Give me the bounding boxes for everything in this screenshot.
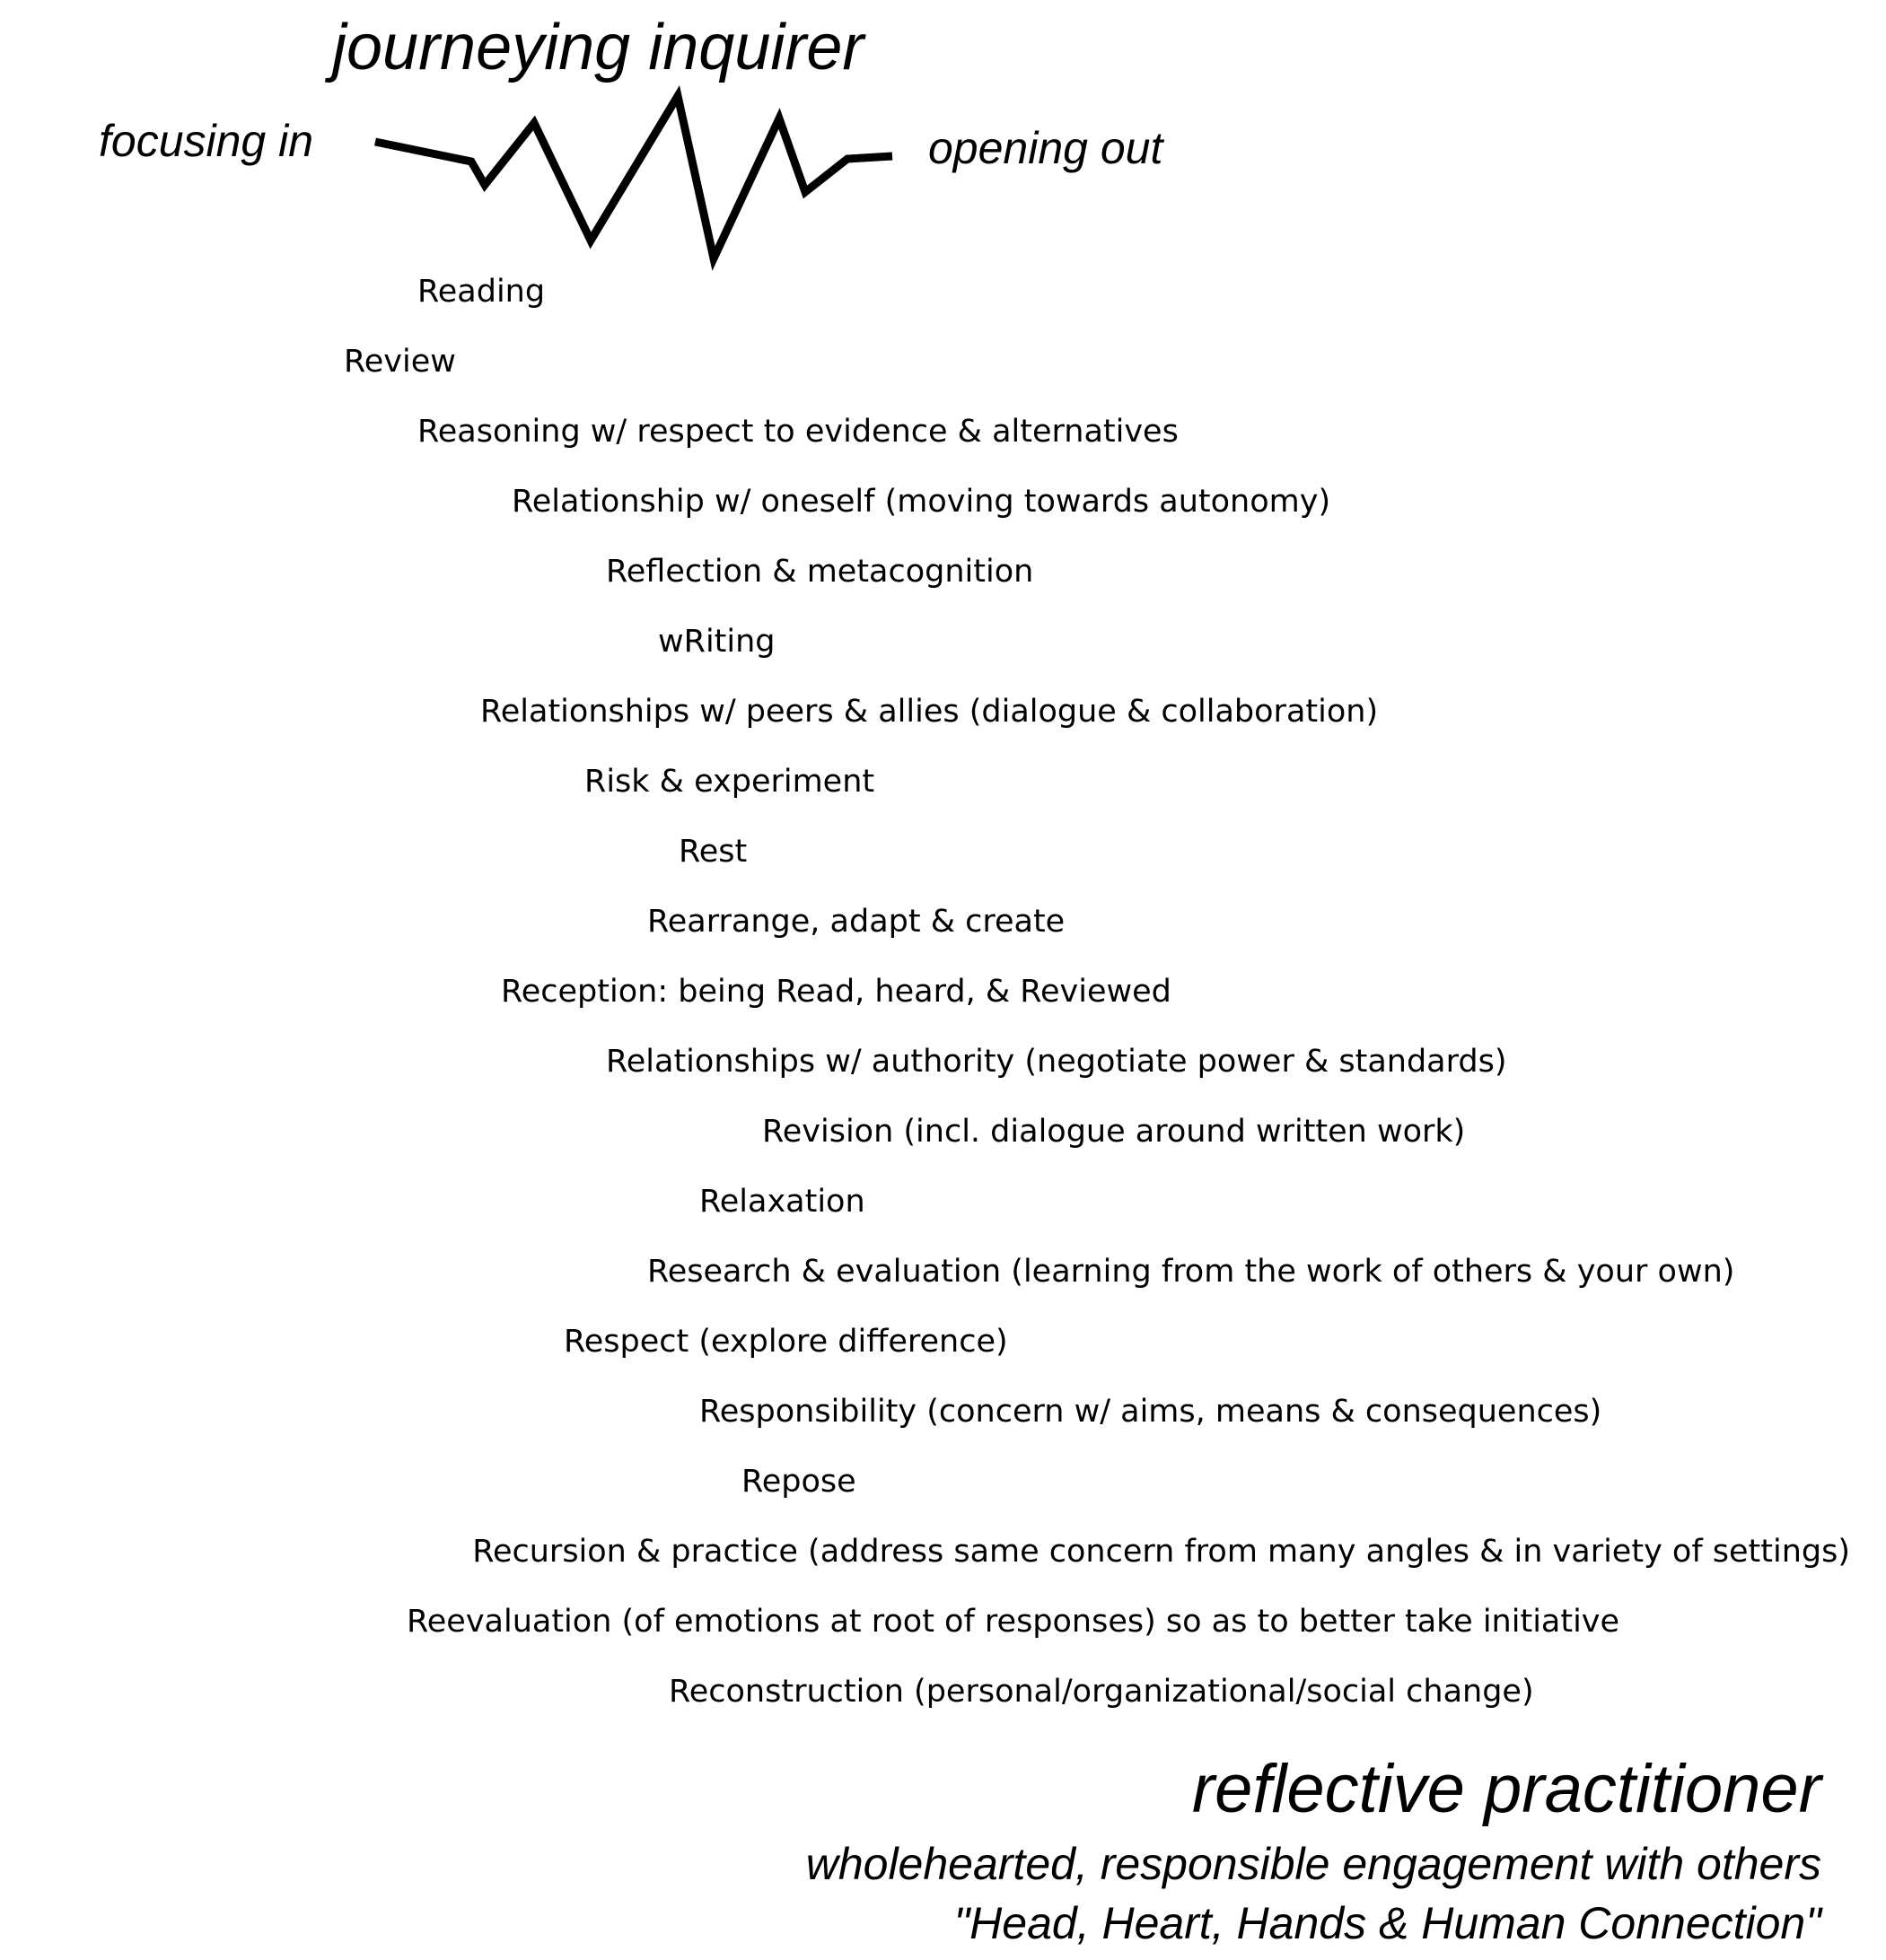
list-item: Reflection & metacognition bbox=[606, 554, 1034, 590]
list-item: wRiting bbox=[658, 624, 776, 660]
list-item: Rearrange, adapt & create bbox=[647, 904, 1066, 940]
focusing-in-label: focusing in bbox=[99, 116, 314, 166]
list-item: Relationship w/ oneself (moving towards … bbox=[512, 484, 1331, 520]
list-item: Reception: being Read, heard, & Reviewed bbox=[501, 974, 1171, 1010]
footer-title: reflective practitioner bbox=[1191, 1751, 1821, 1827]
list-item: Reconstruction (personal/organizational/… bbox=[669, 1674, 1534, 1710]
list-item: Reasoning w/ respect to evidence & alter… bbox=[417, 414, 1179, 450]
opening-out-label: opening out bbox=[928, 123, 1163, 173]
list-item: Relationships w/ authority (negotiate po… bbox=[606, 1044, 1507, 1080]
list-item: Review bbox=[344, 344, 456, 380]
list-item: Repose bbox=[741, 1464, 856, 1500]
list-item: Responsibility (concern w/ aims, means &… bbox=[699, 1394, 1602, 1430]
list-item: Rest bbox=[679, 834, 748, 870]
list-item: Recursion & practice (address same conce… bbox=[472, 1534, 1850, 1570]
footer-quote: "Head, Heart, Hands & Human Connection" bbox=[953, 1898, 1821, 1948]
list-item: Relationships w/ peers & allies (dialogu… bbox=[480, 694, 1379, 730]
top-title: journeying inquirer bbox=[332, 12, 864, 83]
list-item: Reevaluation (of emotions at root of res… bbox=[407, 1604, 1620, 1640]
list-item: Research & evaluation (learning from the… bbox=[647, 1254, 1735, 1290]
list-item: Revision (incl. dialogue around written … bbox=[762, 1114, 1466, 1150]
list-item: Respect (explore difference) bbox=[564, 1324, 1008, 1360]
zigzag-line-icon bbox=[374, 85, 893, 271]
list-item: Reading bbox=[417, 274, 546, 310]
list-item: Risk & experiment bbox=[584, 764, 875, 800]
footer-subtitle: wholehearted, responsible engagement wit… bbox=[805, 1839, 1821, 1889]
list-item: Relaxation bbox=[699, 1184, 865, 1220]
